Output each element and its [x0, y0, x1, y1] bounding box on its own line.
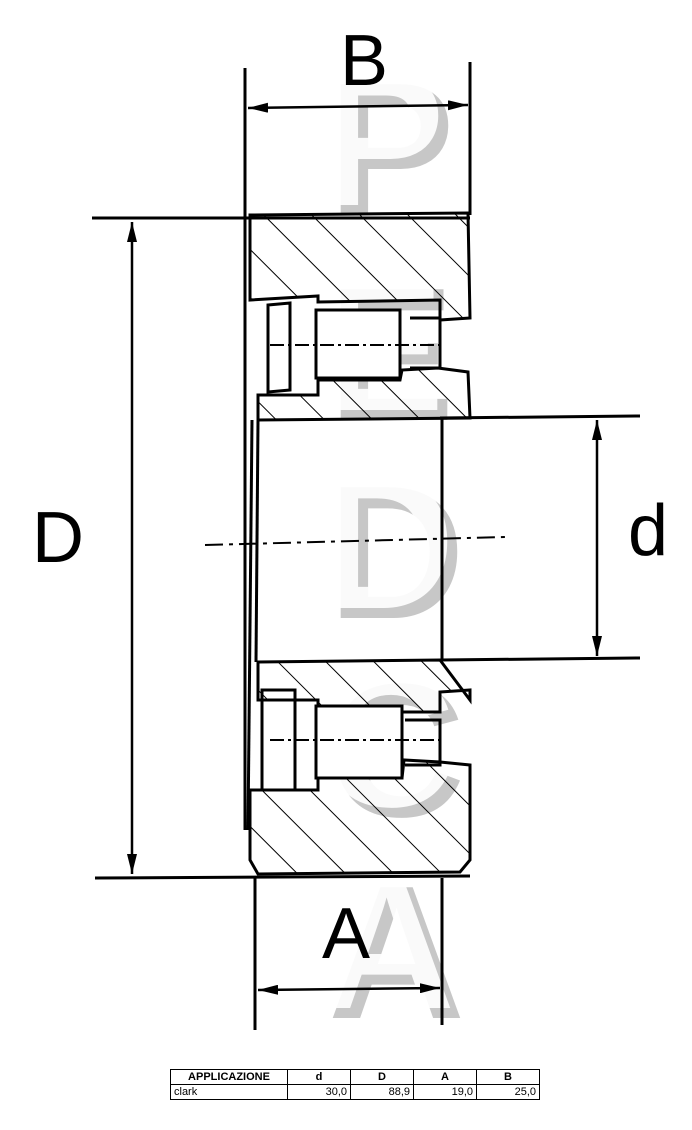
cell-d-small: 30,0 [287, 1084, 351, 1100]
bearing-section-drawing: P P E E D D C C A A [32, 21, 668, 1050]
header-d-small: d [287, 1069, 351, 1085]
header-D-large: D [350, 1069, 414, 1085]
label-B: B [340, 21, 388, 101]
header-A: A [413, 1069, 477, 1085]
cell-A: 19,0 [413, 1084, 477, 1100]
header-applicazione: APPLICAZIONE [170, 1069, 288, 1085]
dim-B-line [247, 100, 469, 113]
label-D: D [32, 498, 84, 578]
center-axis-line [204, 536, 506, 546]
cell-B: 25,0 [476, 1084, 540, 1100]
dim-A-line [257, 983, 441, 995]
cell-application: clark [170, 1084, 288, 1100]
svg-text:P: P [318, 34, 445, 246]
lower-ring-section [248, 658, 472, 876]
label-A: A [322, 894, 370, 974]
dimensions-table: APPLICAZIONE d D A B clark 30,0 88,9 19,… [170, 1069, 540, 1100]
svg-text:D: D [318, 437, 455, 649]
table-header-row: APPLICAZIONE d D A B [170, 1069, 540, 1085]
header-B: B [476, 1069, 540, 1085]
dimension-lines [127, 100, 602, 995]
label-d: d [628, 491, 668, 571]
upper-ring-section [248, 211, 472, 422]
cell-D-large: 88,9 [350, 1084, 414, 1100]
bore-outline [246, 418, 444, 831]
table-row: clark 30,0 88,9 19,0 25,0 [170, 1084, 540, 1100]
